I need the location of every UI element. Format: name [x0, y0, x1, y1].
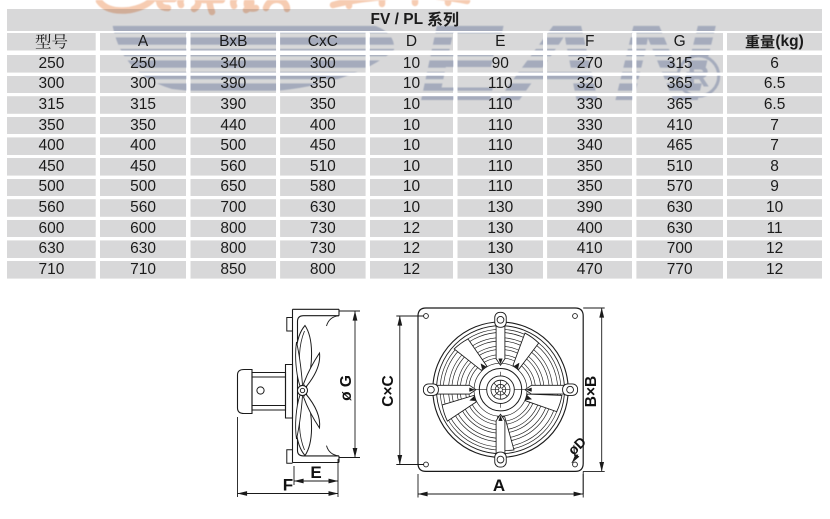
svg-text:R: R	[688, 61, 710, 94]
svg-text:øD: øD	[565, 434, 590, 459]
svg-text:N: N	[613, 0, 717, 124]
svg-text:C×C: C×C	[380, 375, 397, 406]
svg-text:F: F	[283, 476, 293, 495]
svg-text:A: A	[493, 476, 505, 495]
svg-text:ø G: ø G	[338, 375, 355, 401]
svg-text:B×B: B×B	[583, 376, 600, 407]
svg-text:A: A	[498, 0, 609, 124]
svg-text:E: E	[310, 463, 321, 482]
